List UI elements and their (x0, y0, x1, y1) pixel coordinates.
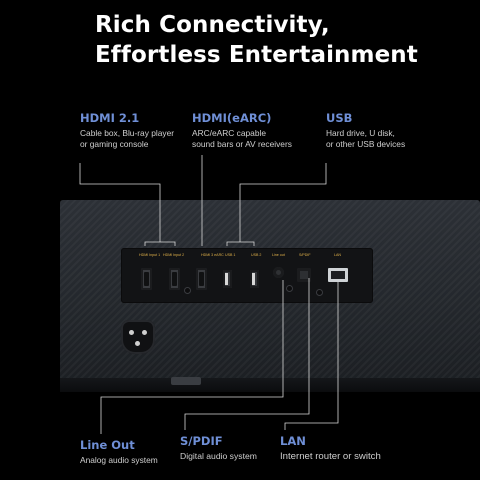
callout-lan: LAN Internet router or switch (280, 434, 381, 462)
callout-description: Analog audio system (80, 455, 158, 465)
callout-title: LAN (280, 434, 306, 448)
port-label-usb-2: USB 2 (251, 253, 262, 257)
callout-desc-line: sound bars or AV receivers (192, 139, 292, 149)
power-pin (129, 330, 134, 335)
hdmi-port-3-earc (196, 268, 207, 290)
callout-description: Digital audio system (180, 451, 257, 461)
callout-title: USB (326, 111, 353, 125)
callout-usb: USB Hard drive, U disk, or other USB dev… (326, 111, 405, 150)
headline-line-1: Rich Connectivity, (95, 12, 330, 38)
callout-desc-line: ARC/eARC capable (192, 128, 267, 138)
callout-line-out: Line Out Analog audio system (80, 438, 158, 466)
callout-title: HDMI(eARC) (192, 111, 272, 125)
callout-title: S/PDIF (180, 434, 223, 448)
leader-line-hdmi-bracket (144, 241, 176, 246)
panel-screw (287, 286, 292, 291)
callout-description: ARC/eARC capable sound bars or AV receiv… (192, 128, 292, 150)
callout-hdmi-earc: HDMI(eARC) ARC/eARC capable sound bars o… (192, 111, 292, 150)
callout-description: Cable box, Blu-ray player or gaming cons… (80, 128, 174, 150)
port-label-hdmi-3: HDMI 3 eARC (201, 253, 224, 257)
usb-port-1 (223, 270, 232, 288)
port-label-spdif: S/PDIF (299, 253, 311, 257)
callout-hdmi-2-1: HDMI 2.1 Cable box, Blu-ray player or ga… (80, 111, 174, 150)
callout-description: Internet router or switch (280, 451, 381, 462)
callout-desc-line: Hard drive, U disk, (326, 128, 395, 138)
panel-screw (317, 290, 322, 295)
headline-line-2: Effortless Entertainment (95, 42, 418, 68)
spdif-optical-port (297, 268, 311, 282)
leader-line-hdmi-2-1 (79, 163, 161, 242)
leader-line-line-out (100, 280, 284, 434)
tv-foot (171, 377, 201, 385)
headline: Rich Connectivity, Effortless Entertainm… (95, 10, 455, 70)
leader-line-lan (284, 282, 339, 430)
leader-line-spdif (184, 278, 310, 430)
callout-title: Line Out (80, 438, 135, 452)
port-label-lan: LAN (334, 253, 341, 257)
panel-screw (185, 288, 190, 293)
hdmi-port-1 (141, 268, 152, 290)
callout-desc-line: Cable box, Blu-ray player (80, 128, 175, 138)
lan-port (328, 268, 348, 282)
callout-desc-line: or gaming console (80, 139, 149, 149)
power-pin (142, 330, 147, 335)
usb-port-2 (250, 270, 259, 288)
port-label-hdmi-2: HDMI Input 2 (163, 253, 185, 257)
port-label-line-out: Line out (272, 253, 285, 257)
leader-line-usb (239, 163, 327, 242)
callout-title: HDMI 2.1 (80, 111, 140, 125)
callout-description: Hard drive, U disk, or other USB devices (326, 128, 405, 150)
port-label-usb-1: USB 1 (225, 253, 236, 257)
power-pin (135, 341, 140, 346)
tv-bottom-edge (60, 378, 480, 392)
power-inlet (121, 320, 155, 354)
leader-line-usb-bracket (226, 241, 255, 246)
io-port-panel: HDMI Input 1 HDMI Input 2 HDMI 3 eARC US… (121, 248, 373, 303)
line-out-jack (273, 267, 284, 278)
callout-spdif: S/PDIF Digital audio system (180, 434, 257, 462)
port-label-hdmi-1: HDMI Input 1 (139, 253, 161, 257)
callout-desc-line: or other USB devices (326, 139, 406, 149)
hdmi-port-2 (169, 268, 180, 290)
